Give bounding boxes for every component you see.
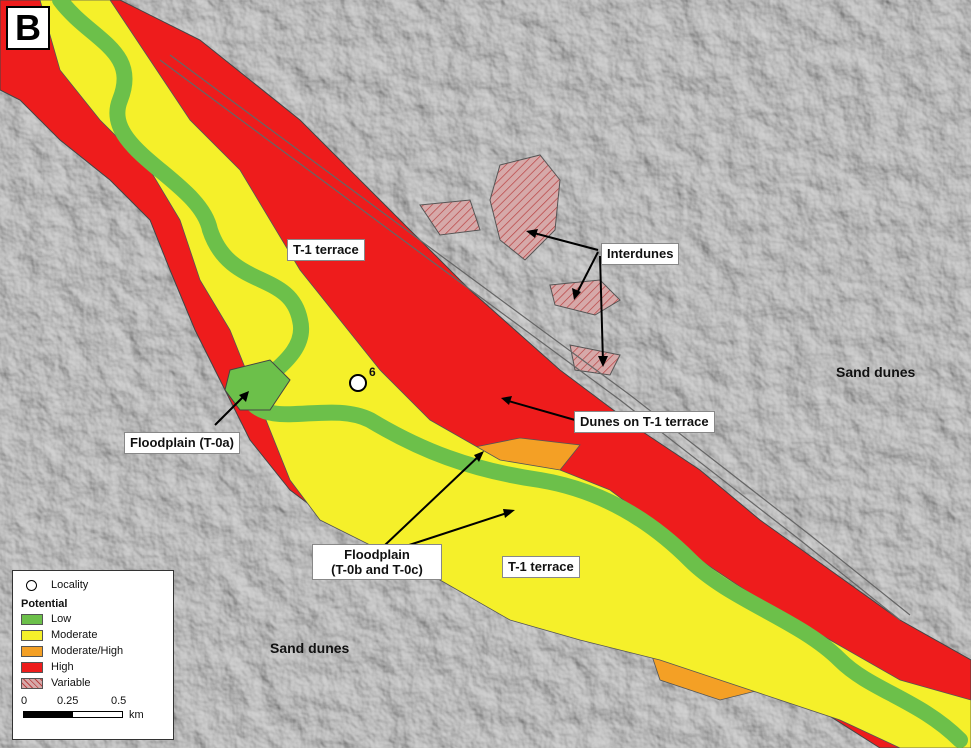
scale-tick-05: 0.5 <box>111 695 127 707</box>
legend-label-high: High <box>51 661 74 673</box>
legend-item-moderate-high: Moderate/High <box>21 643 165 659</box>
legend-label-low: Low <box>51 613 72 625</box>
locality-marker[interactable] <box>349 374 367 392</box>
legend-locality-label: Locality <box>51 579 89 591</box>
legend-label-moderate-high: Moderate/High <box>51 645 124 657</box>
legend-swatch-variable <box>21 677 43 689</box>
legend-heading: Potential <box>21 597 68 610</box>
label-t1-terrace-lower: T-1 terrace <box>502 556 580 578</box>
legend-swatch-moderate <box>21 629 43 641</box>
legend-item-variable: Variable <box>21 675 165 691</box>
legend-swatch-high <box>21 661 43 673</box>
zone-variable-1 <box>489 154 561 261</box>
legend-label-variable: Variable <box>51 677 91 689</box>
label-t1-terrace-upper: T-1 terrace <box>287 239 365 261</box>
legend-swatch-moderate-high <box>21 645 43 657</box>
label-floodplain-t0bc-line2: (T-0b and T-0c) <box>331 562 423 577</box>
label-floodplain-t0a: Floodplain (T-0a) <box>124 432 240 454</box>
legend: Locality Potential Low Moderate Moderate… <box>12 570 174 740</box>
scale-bar-graphic <box>23 711 123 718</box>
zone-variable-4 <box>419 199 481 236</box>
annotation-arrowheads <box>239 229 608 518</box>
label-sand-dunes-left: Sand dunes <box>270 640 350 656</box>
legend-locality-row: Locality <box>21 577 165 593</box>
label-dunes-on-t1: Dunes on T-1 terrace <box>574 411 715 433</box>
label-interdunes: Interdunes <box>601 243 680 265</box>
annotation-arrows <box>214 231 604 549</box>
label-sand-dunes-right: Sand dunes <box>836 364 916 380</box>
zone-variable-2 <box>549 279 621 316</box>
scale-unit: km <box>129 709 144 721</box>
scale-bar: 0 0.25 0.5 km <box>21 695 165 727</box>
legend-item-moderate: Moderate <box>21 627 165 643</box>
linear-feature <box>159 59 901 621</box>
legend-label-moderate: Moderate <box>51 629 98 641</box>
legend-item-high: High <box>21 659 165 675</box>
panel-letter: B <box>6 6 50 50</box>
legend-item-low: Low <box>21 611 165 627</box>
linear-feature-2 <box>169 54 911 616</box>
scale-tick-0: 0 <box>21 695 28 707</box>
locality-symbol-icon <box>26 579 37 591</box>
zone-low <box>52 0 968 748</box>
scale-tick-025: 0.25 <box>57 695 79 707</box>
legend-swatch-low <box>21 613 43 625</box>
label-floodplain-t0bc: Floodplain (T-0b and T-0c) <box>312 544 442 580</box>
label-floodplain-t0bc-line1: Floodplain <box>344 547 410 562</box>
label-locality-number: 6 <box>369 365 376 379</box>
zone-moderate <box>39 0 971 748</box>
